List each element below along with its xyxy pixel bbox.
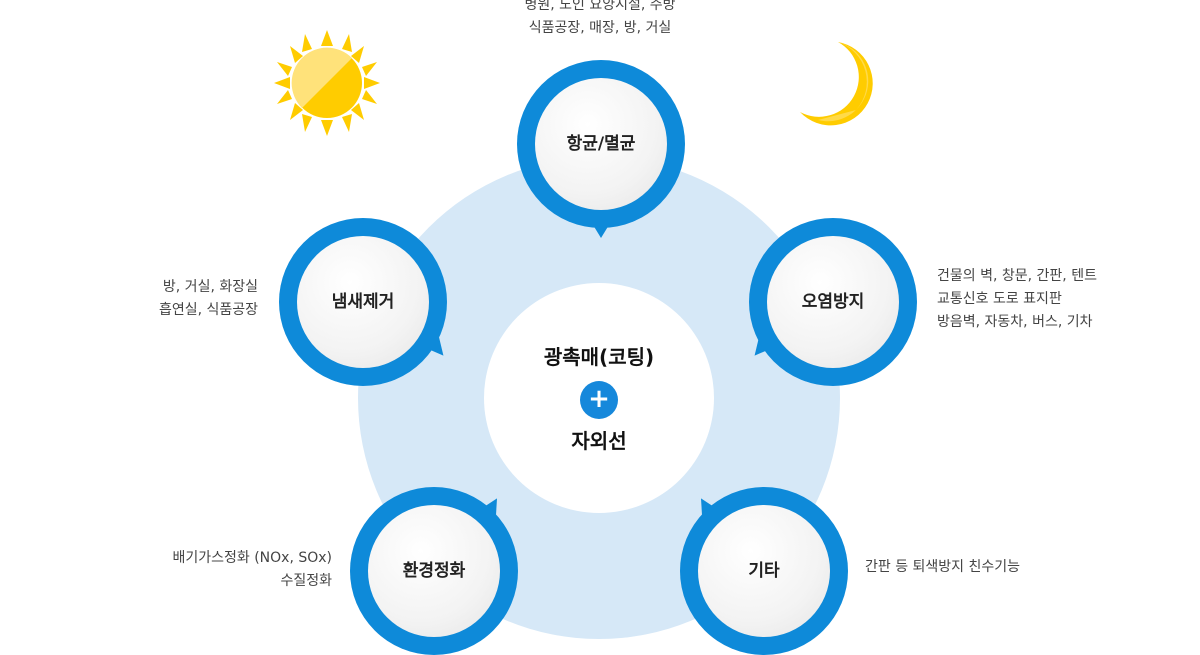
desc-line: 방음벽, 자동차, 버스, 기차 xyxy=(937,314,1093,330)
desc-line: 식품공장, 매장, 방, 거실 xyxy=(528,20,672,36)
node-etc: 기타 xyxy=(680,487,848,655)
plus-icon: + xyxy=(580,381,618,419)
node-label: 기타 xyxy=(748,561,780,581)
node-label: 환경정화 xyxy=(402,561,466,581)
node-antibacterial: 항균/멸균 xyxy=(517,60,685,238)
center-subtitle: 자외선 xyxy=(571,429,627,453)
desc-line: 수질정화 xyxy=(280,573,332,589)
center-title: 광촉매(코팅) xyxy=(543,345,655,369)
node-deodorize: 냄새제거 xyxy=(279,218,452,386)
desc-line: 건물의 벽, 창문, 간판, 텐트 xyxy=(937,268,1097,284)
desc-deodorize: 방, 거실, 화장실 흡연실, 식품공장 xyxy=(100,276,258,322)
node-label: 오염방지 xyxy=(801,292,865,312)
moon-icon xyxy=(800,42,873,126)
node-antifouling: 오염방지 xyxy=(746,218,917,386)
desc-line: 방, 거실, 화장실 xyxy=(162,279,258,295)
desc-line: 배기가스정화 (NOx, SOx) xyxy=(172,550,332,566)
desc-line: 교통신호 도로 표지판 xyxy=(937,291,1062,307)
desc-line: 흡연실, 식품공장 xyxy=(158,302,258,318)
sun-icon xyxy=(274,30,380,136)
node-label: 항균/멸균 xyxy=(566,134,636,154)
desc-line: 간판 등 퇴색방지 친수기능 xyxy=(865,559,1021,575)
node-label: 냄새제거 xyxy=(331,292,395,312)
desc-purify: 배기가스정화 (NOx, SOx) 수질정화 xyxy=(110,547,332,593)
desc-line: 병원, 노인 요양시설, 주방 xyxy=(524,0,676,13)
center-circle: 광촉매(코팅) + 자외선 xyxy=(484,283,714,513)
desc-antibacterial: 병원, 노인 요양시설, 주방 식품공장, 매장, 방, 거실 xyxy=(480,0,720,40)
desc-etc: 간판 등 퇴색방지 친수기능 xyxy=(865,556,1125,579)
node-purify: 환경정화 xyxy=(350,487,518,655)
desc-antifouling: 건물의 벽, 창문, 간판, 텐트 교통신호 도로 표지판 방음벽, 자동차, … xyxy=(937,265,1177,334)
